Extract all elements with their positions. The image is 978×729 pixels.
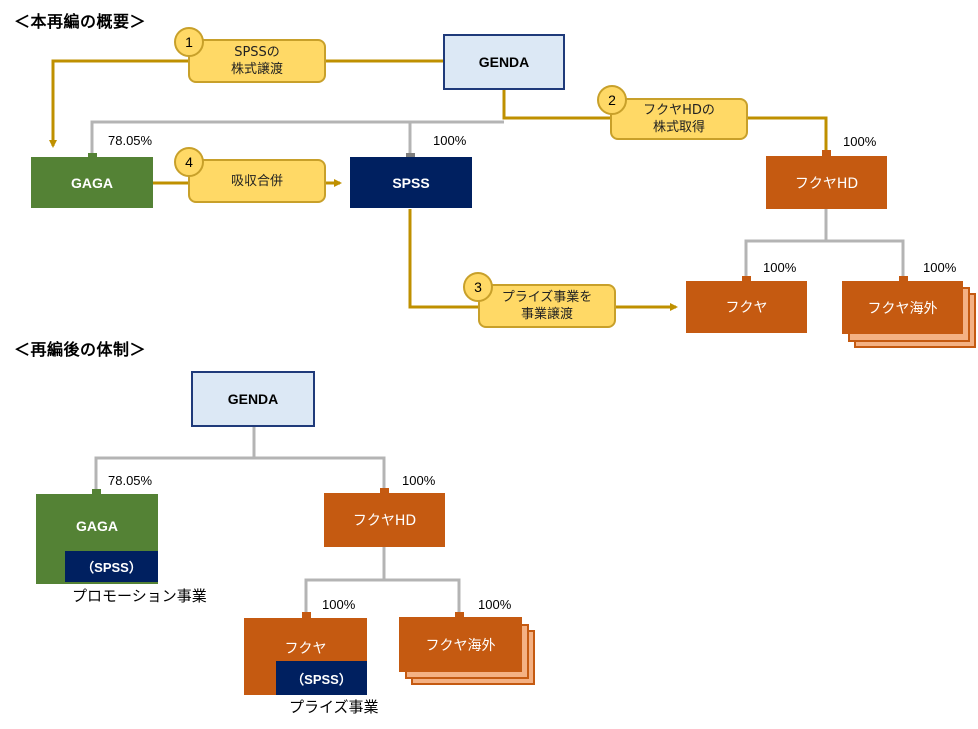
ownership-fukuya-hd: 100%	[843, 134, 877, 149]
after-fukuya-overseas-box: フクヤ海外	[399, 617, 522, 672]
after-fukuya-label: フクヤ	[284, 641, 327, 657]
step-2-label: フクヤHDの 株式取得	[610, 98, 748, 140]
after-ownership-gaga: 78.05%	[108, 473, 153, 488]
step-1-line2: 株式譲渡	[230, 62, 283, 77]
fukuya-overseas-box: フクヤ海外	[842, 281, 963, 334]
ownership-line-after-fukuyahd	[254, 456, 386, 492]
tab-fukuyahd	[822, 150, 831, 157]
ownership-line-fukuya-overseas	[826, 239, 905, 281]
genda-box: GENDA	[443, 34, 565, 90]
tab-after-fukuya	[302, 612, 311, 618]
step-1-number-badge: 1	[174, 27, 204, 57]
step-2-number-badge: 2	[597, 85, 627, 115]
after-gaga-label: GAGA	[76, 518, 118, 534]
fukuya-box: フクヤ	[686, 281, 807, 333]
ownership-line-fukuya	[744, 209, 828, 281]
step-1-label: SPSSの 株式譲渡	[188, 39, 326, 83]
tab-after-fukuyahd	[380, 488, 389, 494]
tab-after-gaga	[92, 489, 101, 494]
ownership-line-gaga	[90, 120, 504, 157]
ownership-spss: 100%	[433, 133, 467, 148]
after-gaga-caption: プロモーション事業	[72, 587, 207, 605]
gaga-box: GAGA	[31, 157, 153, 208]
ownership-lines-overview	[90, 120, 905, 281]
after-gaga-spss-sub: （SPSS）	[65, 551, 158, 582]
tab-fukuya	[742, 276, 751, 282]
ownership-lines-after	[94, 427, 461, 616]
step-1-line1: SPSSの	[234, 45, 280, 60]
after-ownership-fukuya: 100%	[322, 597, 356, 612]
after-ownership-fukuya-hd: 100%	[402, 473, 436, 488]
ownership-fukuya-overseas: 100%	[923, 260, 957, 275]
step-4-number-badge: 4	[174, 147, 204, 177]
tab-after-fukuya-overseas	[455, 612, 464, 618]
step-3-number-badge: 3	[463, 272, 493, 302]
after-fukuya-caption: プライズ事業	[289, 698, 379, 716]
tab-gaga	[88, 153, 97, 158]
ownership-line-after-gaga	[94, 427, 256, 492]
after-heading: ＜再編後の体制＞	[14, 340, 147, 359]
overview-heading: ＜本再編の概要＞	[14, 12, 147, 31]
ownership-fukuya: 100%	[763, 260, 797, 275]
tab-spss	[406, 153, 415, 158]
step-2-line1: フクヤHDの	[643, 103, 715, 118]
step-3-line1: プライズ事業を	[501, 290, 593, 305]
step-2-line2: 株式取得	[652, 120, 705, 135]
step-3-label: プライズ事業を 事業譲渡	[478, 284, 616, 328]
fukuya-hd-box: フクヤHD	[766, 156, 887, 209]
after-fukuya-hd-box: フクヤHD	[324, 493, 445, 547]
after-genda-box: GENDA	[191, 371, 315, 427]
step-4-label: 吸収合併	[188, 159, 326, 203]
tab-fukuya-overseas	[899, 276, 908, 282]
after-fukuya-spss-sub: （SPSS）	[276, 661, 367, 695]
ownership-line-after-fukuya-overseas	[384, 578, 461, 616]
ownership-gaga: 78.05%	[108, 133, 153, 148]
ownership-line-after-fukuya	[304, 547, 386, 616]
step-3-line2: 事業譲渡	[520, 307, 573, 322]
spss-box: SPSS	[350, 157, 472, 208]
after-ownership-fukuya-overseas: 100%	[478, 597, 512, 612]
step-4-line1: 吸収合併	[230, 173, 283, 189]
